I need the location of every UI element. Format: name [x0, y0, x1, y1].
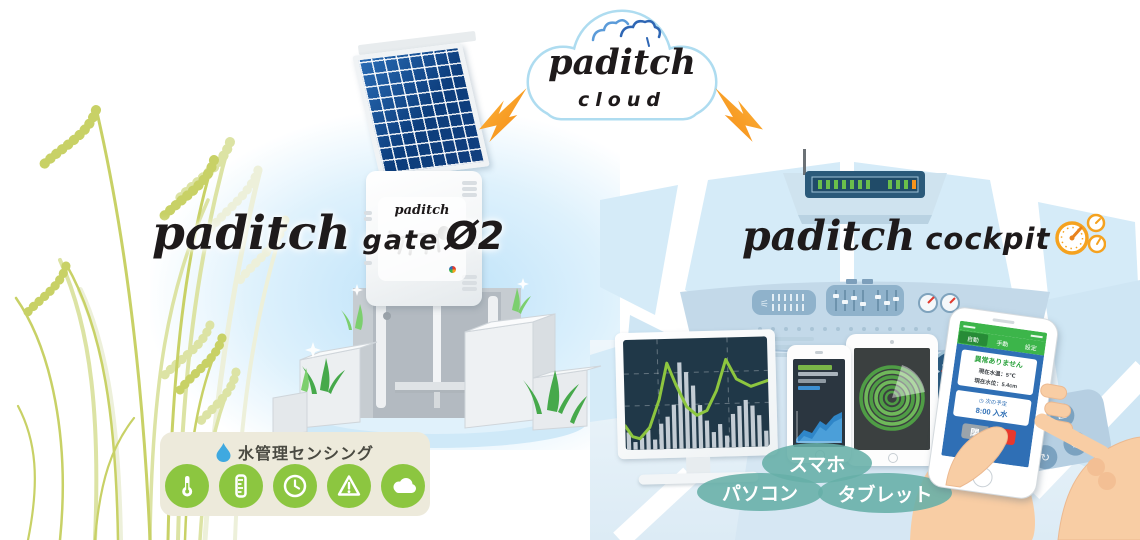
cloud-doodle-icon	[591, 19, 662, 47]
gate-toggle: 閉 開	[950, 421, 1027, 446]
cloud-brand: paditch	[548, 42, 696, 83]
cockpit-product-title: paditch cockpit	[742, 212, 1107, 260]
app-body: 異常ありません 現在水温：5℃ 現在水位：5.4cm ◷ 次の予定 8:00 入…	[941, 343, 1045, 468]
rings-chart	[859, 365, 925, 431]
open-button[interactable]: 開	[988, 426, 1017, 446]
clock-icon	[273, 464, 317, 508]
sensing-header: 水管理センシング	[160, 440, 430, 464]
phone-home-button[interactable]	[971, 465, 994, 489]
gate-base-illustration	[272, 278, 602, 448]
mail-icon[interactable]: ✉	[1048, 401, 1077, 430]
alert-icon	[327, 464, 371, 508]
mascot-icon	[388, 226, 450, 256]
weather-cloud-icon	[381, 464, 425, 508]
svg-text:⚟: ⚟	[760, 299, 769, 310]
mini-area-chart	[796, 411, 842, 443]
cloud-shape	[526, 9, 718, 121]
monitor-screen	[622, 336, 770, 451]
monitor-stand	[686, 456, 711, 474]
thermometer-icon	[165, 464, 209, 508]
tablet-home-button[interactable]	[888, 453, 898, 463]
bar-line-chart	[623, 337, 770, 451]
dashboard-gauges	[918, 293, 960, 313]
sensing-title: 水管理センシング	[237, 446, 374, 463]
monitor-frame	[614, 329, 779, 460]
clock-icon: ◷	[978, 398, 985, 405]
paditch-cloud-logo: paditch cloud	[479, 2, 763, 142]
smartphone-screen	[793, 359, 845, 447]
cloud-product: cloud	[578, 89, 666, 111]
app-screen: 自動 手動 設定 異常ありません 現在水温：5℃ 現在水位：5.4cm ◷ 次の…	[941, 320, 1048, 468]
label-smartphone: スマホ	[762, 443, 872, 483]
schedule-card: ◷ 次の予定 8:00 入水	[952, 389, 1032, 427]
status-card: 異常ありません 現在水温：5℃ 現在水位：5.4cm	[957, 349, 1038, 396]
cockpit-brand: paditch	[742, 212, 916, 260]
status-led	[449, 266, 456, 273]
gate-version: Ø2	[445, 214, 505, 258]
tablet-screen	[854, 348, 930, 450]
water-level-ruler-icon	[219, 464, 263, 508]
sensing-icons-row	[160, 464, 430, 508]
pc-monitor	[614, 329, 795, 506]
device-label-panel: paditch	[378, 197, 466, 281]
lightning-bolt-left-icon	[479, 88, 527, 142]
close-button[interactable]: 閉	[960, 423, 989, 442]
gate-controller-box: paditch	[364, 171, 482, 306]
gate-product: gate	[362, 225, 440, 256]
device-logo: paditch	[394, 203, 450, 218]
gear-icon[interactable]: ⚙	[1061, 429, 1090, 458]
lightning-bolt-right-icon	[715, 88, 763, 142]
gate-brand: paditch	[152, 206, 351, 261]
cockpit-product: cockpit	[925, 222, 1051, 256]
gauge-cluster-icon	[1055, 213, 1107, 255]
tablet-device	[846, 334, 938, 466]
water-drop-icon	[216, 442, 231, 462]
water-sensing-box: 水管理センシング	[160, 432, 430, 516]
